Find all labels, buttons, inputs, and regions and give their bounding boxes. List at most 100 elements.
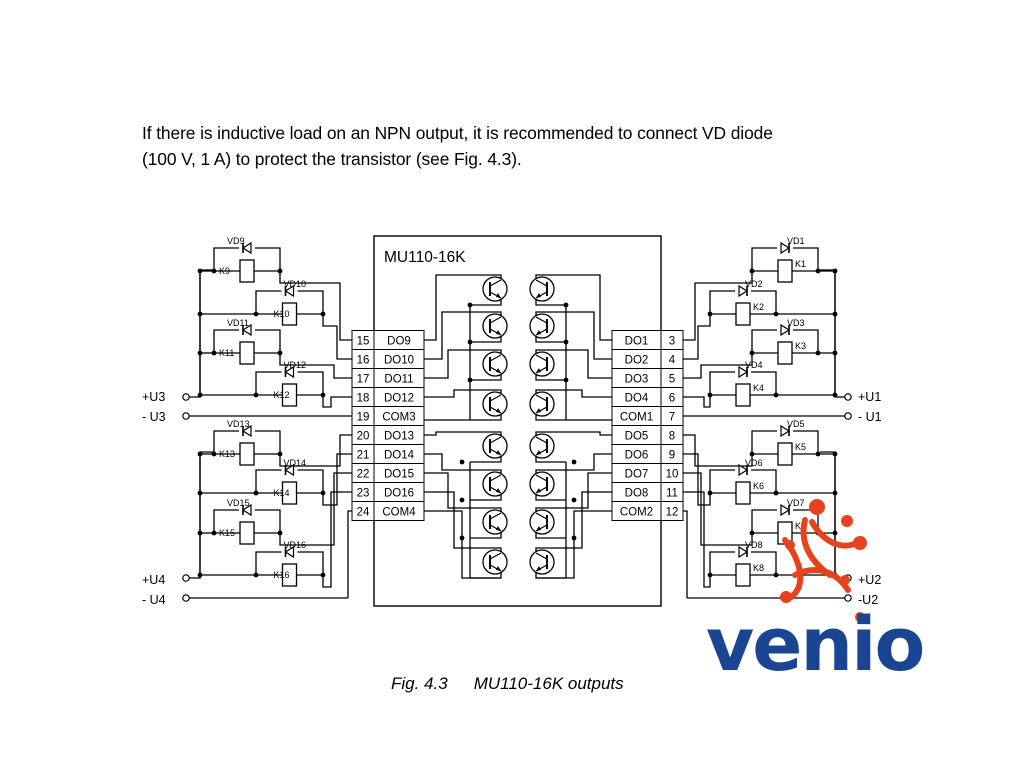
transistor-arrow [536, 526, 541, 531]
relay-label: K8 [753, 563, 764, 573]
transistor-collector [535, 316, 548, 324]
emitter-wire [470, 455, 502, 463]
venio-logo: venio [706, 499, 925, 688]
venio-mark [782, 517, 861, 601]
plus-u1-rail [820, 269, 845, 398]
snubber-wire [709, 551, 735, 575]
terminal-pin-number: 10 [666, 469, 679, 481]
supply-label-minus-u4: - U4 [142, 593, 166, 607]
venio-mark-node [841, 515, 853, 527]
transistor-body [529, 549, 555, 575]
terminal-pin-number: 3 [669, 336, 675, 348]
snubber-wire [255, 371, 282, 395]
snubber-wire [709, 371, 735, 395]
figure-number: Fig. 4.3 [391, 674, 448, 693]
terminal-name: DO11 [384, 374, 413, 386]
snubber-wire [709, 290, 735, 314]
junction-dot [253, 392, 259, 398]
terminal-pin-number: 17 [357, 374, 370, 386]
diode-symbol [241, 241, 252, 255]
figure-caption: Fig. 4.3 MU110-16K outputs [391, 674, 624, 694]
terminal-pin-number: 18 [357, 393, 370, 405]
relay-coil [239, 341, 255, 365]
junction-dot [832, 392, 838, 398]
transistor-symbol [482, 276, 508, 302]
transistor-collector [489, 316, 502, 324]
snubber-wire [213, 247, 239, 271]
collector-wire [535, 453, 612, 475]
transistor-collector [489, 354, 502, 362]
collector-wire [424, 311, 502, 360]
transistor-symbol [482, 351, 508, 377]
transistor-collector [535, 474, 548, 482]
relay-coil [281, 481, 298, 505]
transistor-collector [489, 512, 502, 520]
transistor-symbol [482, 313, 508, 339]
junction-dot [832, 268, 838, 274]
diode-label: VD7 [787, 498, 805, 508]
transistor-symbol [482, 433, 508, 459]
components [182, 241, 852, 602]
collector-wire [535, 491, 612, 553]
collector-wire [535, 274, 612, 341]
diode-label: VD16 [284, 540, 307, 550]
junction-dot [320, 311, 326, 317]
transistor-body [482, 433, 508, 459]
transistor-symbol [482, 509, 508, 535]
module-title: MU110-16K [384, 249, 466, 266]
output-wire [683, 314, 711, 360]
terminal-pin-number: 12 [666, 507, 679, 519]
com3-bus [424, 305, 471, 421]
diode-triangle [780, 503, 791, 517]
terminal-name: DO9 [387, 336, 411, 348]
diode-symbol [241, 503, 252, 517]
diode-label: VD13 [227, 419, 250, 429]
diode-symbol [738, 365, 749, 379]
collector-wire [424, 274, 502, 341]
junction-dot [320, 572, 326, 578]
intro-paragraph: If there is inductive load on an NPN out… [142, 120, 882, 172]
transistor-collector [489, 279, 502, 287]
supply-label-plus-u2: +U2 [858, 573, 881, 587]
supply-terminal [182, 574, 190, 582]
emitter-wire [470, 335, 502, 343]
collector-wire [535, 311, 612, 360]
transistor-collector [535, 354, 548, 362]
diode-symbol [284, 284, 295, 298]
plus-u4-rail [189, 451, 214, 579]
snubber-wire [213, 509, 239, 533]
diode-triangle [284, 463, 295, 477]
relay-label: K4 [753, 383, 764, 393]
snubber-wire [255, 469, 282, 493]
relay-label: K6 [753, 481, 764, 491]
junction-dot [211, 268, 217, 274]
junction-dot [459, 459, 465, 465]
figure-title: MU110-16K outputs [473, 674, 624, 693]
transistor-symbol [529, 433, 555, 459]
diode-symbol [780, 241, 791, 255]
relay-coil [281, 563, 298, 587]
wires [189, 247, 845, 599]
diode-label: VD6 [745, 458, 763, 468]
supply-label-minus-u3: - U3 [142, 410, 166, 424]
junction-dot [253, 490, 259, 496]
diode-symbol [284, 545, 295, 559]
terminal-pin-number: 20 [357, 431, 370, 443]
junction-dot [467, 302, 473, 308]
relay-coil [281, 302, 298, 326]
snubber-wire [255, 247, 281, 271]
emitter-wire [470, 373, 502, 381]
transistor-symbol [529, 313, 555, 339]
diode-symbol [284, 365, 295, 379]
relay-label: K2 [753, 302, 764, 312]
relay-label: K1 [795, 259, 806, 269]
junction-dot [467, 377, 473, 383]
emitter-wire [470, 413, 502, 421]
venio-wordmark: venio [706, 602, 923, 688]
supply-terminal [182, 412, 190, 420]
junction-dot [467, 339, 473, 345]
transistor-symbol [482, 549, 508, 575]
relay-label: K5 [795, 442, 806, 452]
